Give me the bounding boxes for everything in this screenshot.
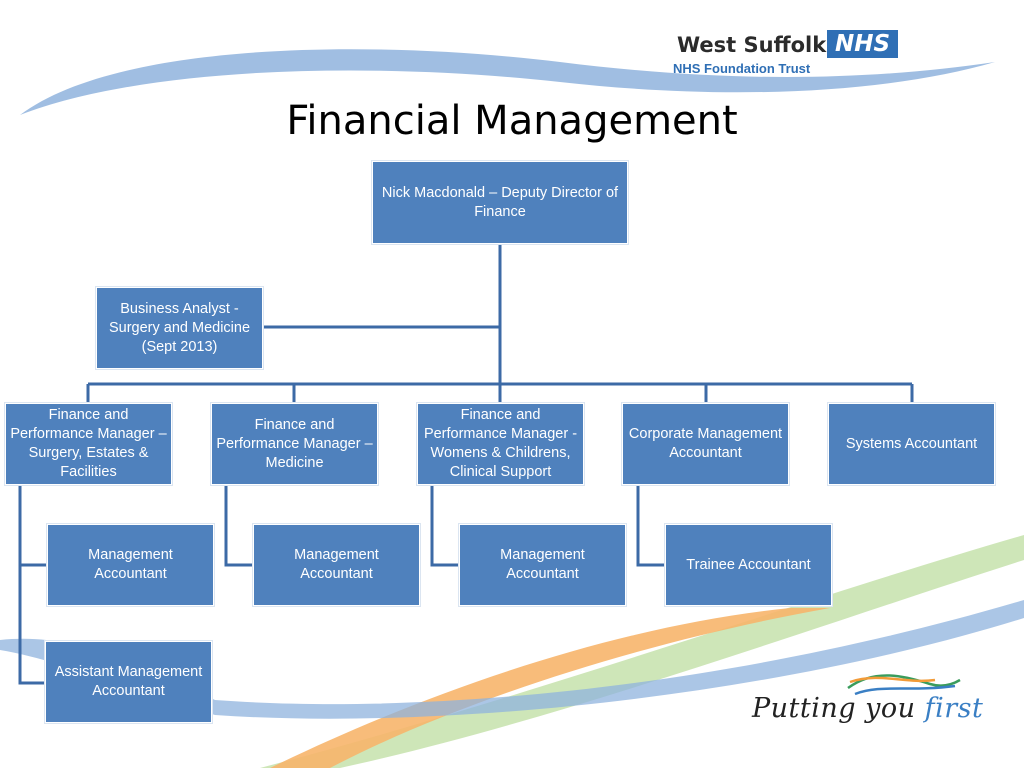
manager-box-medicine: Finance and Performance Manager – Medici… <box>211 403 378 485</box>
footer-swoosh-orange <box>270 608 830 768</box>
tagline-end: first <box>924 693 984 724</box>
nhs-logo-badge: NHS <box>827 30 898 58</box>
manager-box-womens-childrens: Finance and Performance Manager - Womens… <box>417 403 584 485</box>
management-accountant-box-2: Management Accountant <box>253 524 420 606</box>
connector-report-5 <box>18 565 45 685</box>
management-accountant-box-3: Management Accountant <box>459 524 626 606</box>
footer-swoosh-blue <box>0 600 1024 719</box>
page-title: Financial Management <box>286 98 738 144</box>
business-analyst-box: Business Analyst - Surgery and Medicine … <box>96 287 263 369</box>
connector-report-3 <box>430 485 459 567</box>
director-box: Nick Macdonald – Deputy Director of Fina… <box>372 161 628 244</box>
org-subtitle: NHS Foundation Trust <box>673 61 811 76</box>
manager-box-surgery: Finance and Performance Manager – Surger… <box>5 403 172 485</box>
footer-swoosh-green <box>260 535 1024 768</box>
header-swoosh <box>20 49 995 115</box>
trainee-accountant-box: Trainee Accountant <box>665 524 832 606</box>
tagline: Putting you first <box>752 693 983 724</box>
assistant-management-accountant-box: Assistant Management Accountant <box>45 641 212 723</box>
management-accountant-box-1: Management Accountant <box>47 524 214 606</box>
corporate-management-accountant-box: Corporate Management Accountant <box>622 403 789 485</box>
tagline-start: Putting you <box>752 693 916 724</box>
connector-report-4 <box>636 485 665 567</box>
org-name: West Suffolk <box>677 33 827 57</box>
connector-report-2 <box>224 485 253 567</box>
systems-accountant-box: Systems Accountant <box>828 403 995 485</box>
